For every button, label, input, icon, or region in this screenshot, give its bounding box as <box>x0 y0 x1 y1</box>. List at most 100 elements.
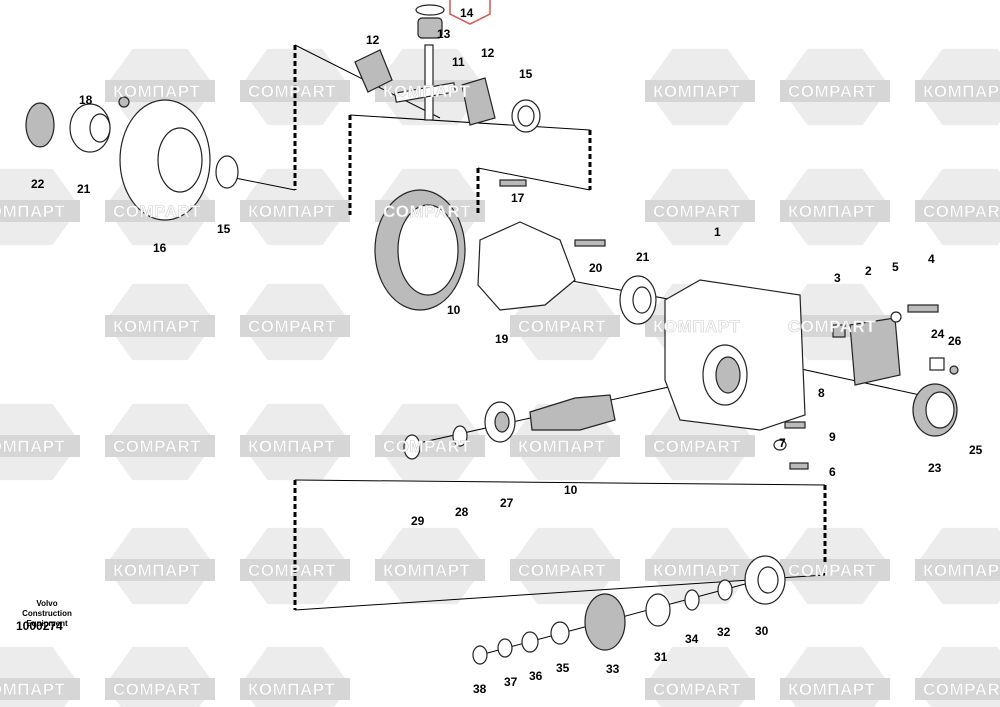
watermark-band <box>105 559 215 581</box>
callout-label-5[interactable]: 5 <box>892 260 899 274</box>
watermark-band <box>645 435 755 457</box>
callout-label-37[interactable]: 37 <box>504 675 518 689</box>
watermark-text: КОМПАРТ <box>248 437 335 456</box>
watermark-text: КОМПАРТ <box>248 202 335 221</box>
callout-label-33[interactable]: 33 <box>606 662 620 676</box>
callout-label-14[interactable]: 14 <box>460 6 474 20</box>
callout-label-24[interactable]: 24 <box>931 327 945 341</box>
watermark-text: КОМПАРТ <box>788 680 875 699</box>
watermark-text: COMPART <box>383 437 471 456</box>
callout-label-34[interactable]: 34 <box>685 632 699 646</box>
callout-label-23[interactable]: 23 <box>928 461 942 475</box>
callout-label-28[interactable]: 28 <box>455 505 469 519</box>
callout-label-25[interactable]: 25 <box>969 443 983 457</box>
watermark-text: COMPART <box>248 82 336 101</box>
watermark-band <box>510 559 620 581</box>
watermark-text: COMPART <box>113 680 201 699</box>
callout-label-15[interactable]: 15 <box>217 222 231 236</box>
watermark-text: КОМПАРТ <box>248 680 335 699</box>
watermark-band <box>645 80 755 102</box>
watermark-text: КОМПАРТ <box>923 561 1000 580</box>
callout-label-7[interactable]: 7 <box>779 436 786 450</box>
watermark-text: COMPART <box>113 202 201 221</box>
watermark-text: COMPART <box>518 317 606 336</box>
callout-label-15[interactable]: 15 <box>519 67 533 81</box>
watermark-band <box>780 80 890 102</box>
parts <box>25 4 959 665</box>
callout-label-35[interactable]: 35 <box>556 661 570 675</box>
callout-label-3[interactable]: 3 <box>834 271 841 285</box>
watermark-band <box>915 678 1000 700</box>
watermark-text: КОМПАРТ <box>113 317 200 336</box>
watermark-band <box>105 678 215 700</box>
watermark-band <box>780 678 890 700</box>
callout-label-17[interactable]: 17 <box>511 191 525 205</box>
callout-label-10[interactable]: 10 <box>447 303 461 317</box>
watermark-text: COMPART <box>788 82 876 101</box>
callout-label-18[interactable]: 18 <box>79 93 93 107</box>
source-caption: Volvo Construction Equipment <box>12 599 82 629</box>
source-line1: Volvo Construction <box>22 599 72 618</box>
callout-label-27[interactable]: 27 <box>500 496 514 510</box>
highlight-marker <box>449 0 491 25</box>
watermark-text: КОМПАРТ <box>383 561 470 580</box>
callout-label-26[interactable]: 26 <box>948 334 962 348</box>
callout-label-31[interactable]: 31 <box>654 650 668 664</box>
watermark-text: COMPART <box>518 561 606 580</box>
watermark-text: COMPART <box>653 437 741 456</box>
watermark-band <box>0 678 80 700</box>
callout-label-9[interactable]: 9 <box>829 430 836 444</box>
watermark-text: COMPART <box>923 202 1000 221</box>
callout-label-29[interactable]: 29 <box>411 514 425 528</box>
callout-label-19[interactable]: 19 <box>495 332 509 346</box>
watermark-band <box>645 559 755 581</box>
watermark-text: КОМПАРТ <box>383 82 470 101</box>
callout-label-38[interactable]: 38 <box>473 682 487 696</box>
watermark-band <box>915 200 1000 222</box>
watermark-text: COMPART <box>113 437 201 456</box>
callout-label-22[interactable]: 22 <box>31 177 45 191</box>
callout-label-36[interactable]: 36 <box>529 669 543 683</box>
callout-label-12[interactable]: 12 <box>366 33 380 47</box>
callout-label-32[interactable]: 32 <box>717 625 731 639</box>
diagram-reference-number: 1000274 <box>16 619 63 633</box>
watermark-text: КОМПАРТ <box>653 317 740 336</box>
watermark-text-layer: КОМПАРТ COMPART КОМПАРТ КОМПАРТ COMPART КОМПА… <box>0 82 1000 700</box>
watermark-band <box>375 559 485 581</box>
watermark-band <box>780 559 890 581</box>
watermark-text: КОМПАРТ <box>113 82 200 101</box>
watermark-band <box>510 315 620 337</box>
watermark-text: COMPART <box>923 680 1000 699</box>
callout-label-1[interactable]: 1 <box>714 225 721 239</box>
callout-label-10[interactable]: 10 <box>564 483 578 497</box>
watermark-text: КОМПАРТ <box>653 561 740 580</box>
callout-label-4[interactable]: 4 <box>928 252 935 266</box>
watermark-text: КОМПАРТ <box>0 680 65 699</box>
watermark-text: COMPART <box>653 202 741 221</box>
callout-label-16[interactable]: 16 <box>153 241 167 255</box>
watermark-layer <box>0 48 1000 707</box>
watermark-band <box>105 315 215 337</box>
callout-label-2[interactable]: 2 <box>865 264 872 278</box>
watermark-text: КОМПАРТ <box>923 82 1000 101</box>
watermark-band <box>780 200 890 222</box>
callout-label-6[interactable]: 6 <box>829 465 836 479</box>
callout-label-30[interactable]: 30 <box>755 624 769 638</box>
callout-label-8[interactable]: 8 <box>818 386 825 400</box>
callout-label-11[interactable]: 11 <box>452 55 465 69</box>
callout-label-12[interactable]: 12 <box>481 46 495 60</box>
watermark-band <box>240 200 350 222</box>
callout-label-21[interactable]: 21 <box>77 182 91 196</box>
watermark-text: КОМПАРТ <box>113 561 200 580</box>
callout-label-20[interactable]: 20 <box>589 261 603 275</box>
callout-label-13[interactable]: 13 <box>437 27 451 41</box>
watermark-band <box>645 200 755 222</box>
assembly-dashed-lines <box>234 44 921 656</box>
callout-label-21[interactable]: 21 <box>636 250 650 264</box>
watermark-band <box>240 435 350 457</box>
watermark-text: COMPART <box>248 561 336 580</box>
watermark-band <box>240 80 350 102</box>
